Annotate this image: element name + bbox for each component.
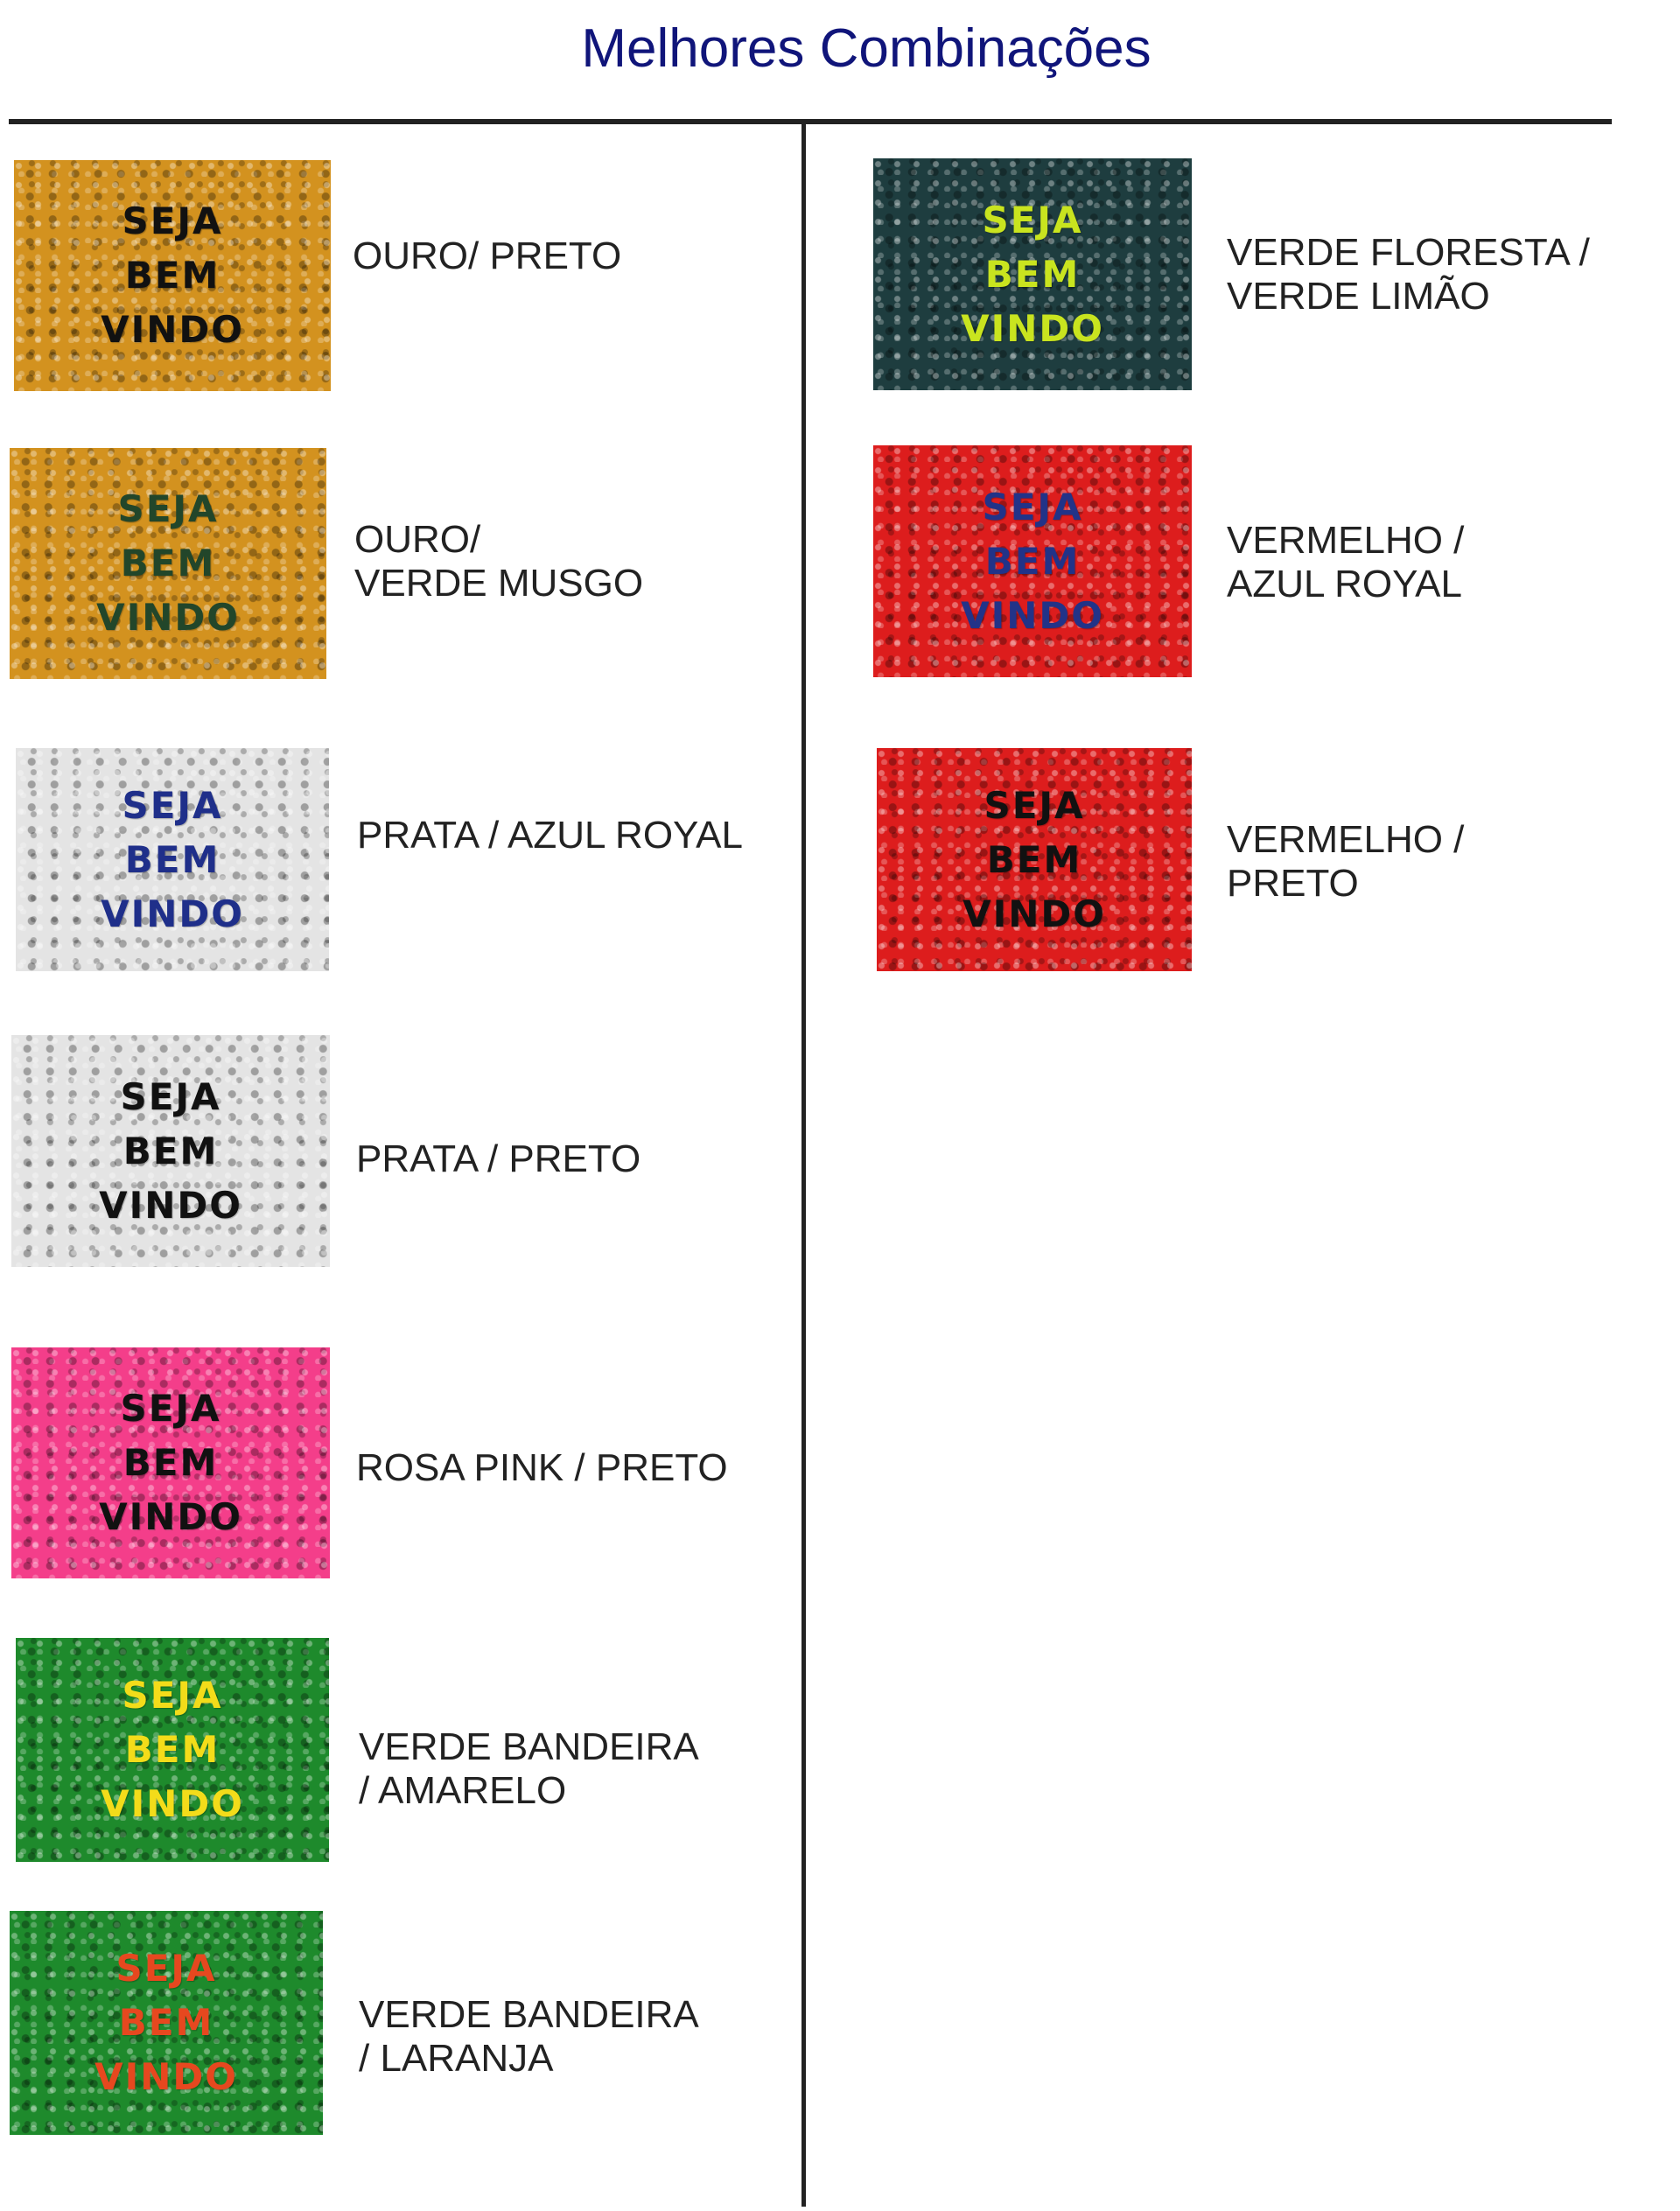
mat-text-line: BEM [124, 254, 220, 297]
mat-texture [10, 1911, 323, 2135]
mat-text-line: VINDO [962, 892, 1106, 935]
mat-text-line: BEM [118, 2001, 214, 2044]
mat-text-line: VINDO [101, 308, 244, 351]
doormat-swatch: SEJA BEM VINDO [11, 1035, 330, 1267]
mat-text-line: SEJA [116, 1947, 217, 1990]
mat-text-line: BEM [984, 539, 1081, 583]
combination-label: VERDE BANDEIRA / LARANJA [359, 1993, 699, 2080]
doormat-swatch: SEJA BEM VINDO [877, 748, 1192, 971]
mat-texture [873, 445, 1192, 677]
mat-text-line: VINDO [96, 596, 240, 639]
doormat-swatch: SEJA BEM VINDO [10, 448, 326, 679]
mat-text-line: BEM [124, 1728, 220, 1771]
combination-label: VERMELHO / AZUL ROYAL [1227, 519, 1465, 605]
doormat-swatch: SEJA BEM VINDO [16, 748, 329, 971]
mat-text-line: BEM [986, 837, 1082, 881]
doormat-swatch: SEJA BEM VINDO [873, 158, 1192, 390]
mat-text-line: VINDO [101, 1782, 244, 1825]
mat-text-line: SEJA [984, 783, 1085, 827]
mat-texture [14, 160, 331, 391]
mat-text-line: VINDO [961, 593, 1104, 637]
mat-text-line: SEJA [122, 1674, 223, 1717]
mat-texture [11, 1347, 330, 1578]
mat-text-line: BEM [120, 542, 216, 584]
mat-text-line: VINDO [94, 2055, 238, 2098]
combination-label: PRATA / AZUL ROYAL [357, 814, 743, 857]
combination-label: VERDE FLORESTA / VERDE LIMÃO [1227, 231, 1590, 318]
mat-text-line: VINDO [99, 1495, 242, 1538]
mat-text-line: SEJA [982, 485, 1083, 528]
combination-label: OURO/ PRETO [353, 234, 622, 277]
mat-text-line: BEM [122, 1129, 219, 1172]
mat-text-line: SEJA [122, 199, 223, 242]
combination-label: VERDE BANDEIRA / AMARELO [359, 1725, 699, 1812]
doormat-swatch: SEJA BEM VINDO [10, 1911, 323, 2135]
mat-text-line: VINDO [961, 306, 1104, 350]
mat-texture [877, 748, 1192, 971]
mat-texture [16, 748, 329, 971]
mat-text-line: BEM [122, 1441, 219, 1484]
mat-texture [16, 1638, 329, 1862]
combination-label: OURO/ VERDE MUSGO [354, 518, 644, 605]
mat-texture [10, 448, 326, 679]
combination-label: PRATA / PRETO [356, 1137, 641, 1180]
mat-text-line: SEJA [117, 487, 219, 530]
mat-text-line: SEJA [120, 1387, 221, 1430]
combination-label: VERMELHO / PRETO [1227, 818, 1465, 905]
mat-texture [11, 1035, 330, 1267]
doormat-swatch: SEJA BEM VINDO [14, 160, 331, 391]
mat-text-line: BEM [984, 252, 1081, 296]
mat-text-line: SEJA [122, 783, 223, 827]
vertical-divider [802, 124, 806, 2207]
mat-text-line: VINDO [99, 1183, 242, 1227]
doormat-swatch: SEJA BEM VINDO [16, 1638, 329, 1862]
combination-label: ROSA PINK / PRETO [356, 1446, 728, 1489]
mat-texture [873, 158, 1192, 390]
mat-text-line: SEJA [120, 1074, 221, 1118]
horizontal-divider [9, 119, 1612, 124]
mat-text-line: SEJA [982, 198, 1083, 241]
mat-text-line: VINDO [101, 892, 244, 935]
doormat-swatch: SEJA BEM VINDO [873, 445, 1192, 677]
doormat-swatch: SEJA BEM VINDO [11, 1347, 330, 1578]
page-title: Melhores Combinações [581, 18, 1152, 79]
mat-text-line: BEM [124, 837, 220, 881]
